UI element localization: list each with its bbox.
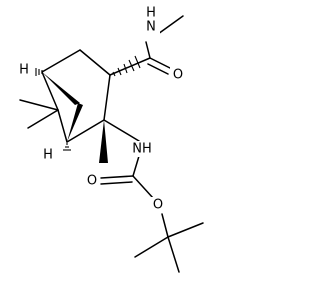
bond-c3-c4 bbox=[103, 74, 111, 121]
bond-c2-c3 bbox=[79, 49, 111, 76]
wedge-bridge-bond-lower bbox=[67, 103, 83, 142]
bond-c3-carbonyl bbox=[109, 57, 151, 76]
atom-n-amide: N bbox=[146, 20, 156, 35]
bond-co-double-b bbox=[147, 63, 169, 75]
atom-nh-amide-h: H bbox=[146, 6, 156, 21]
bond-nh-carbonyl bbox=[132, 155, 140, 177]
bond-o-ester-tbu bbox=[161, 213, 169, 238]
bond-co-double-a bbox=[149, 57, 171, 69]
bond-c1-c2 bbox=[41, 49, 81, 73]
stereo-bonds bbox=[35, 55, 141, 163]
skeleton-bonds bbox=[19, 15, 204, 273]
bond-carbonyl-o-double-a bbox=[100, 175, 134, 179]
bond-tbu-methyl-b bbox=[167, 222, 204, 238]
atom-h-bottom: H bbox=[43, 148, 53, 163]
bond-c6-methyl-a bbox=[19, 99, 59, 111]
wedge-bridge-bond bbox=[42, 72, 80, 105]
hashed-h-top bbox=[35, 68, 43, 76]
bond-carbonyl-o-ester bbox=[132, 175, 154, 199]
atom-nh-carbamate: NH bbox=[132, 142, 152, 157]
bond-c4-nh bbox=[103, 119, 140, 142]
bond-carbonyl-n bbox=[145, 41, 151, 59]
bond-c5-c6 bbox=[57, 109, 68, 143]
bond-n-methyl bbox=[157, 15, 184, 35]
atom-o-amide: O bbox=[173, 68, 183, 83]
hashed-h-bottom bbox=[63, 143, 71, 151]
bond-tbu-methyl-a bbox=[134, 236, 169, 258]
bond-c6-c1 bbox=[41, 71, 59, 111]
hashed-amide-bond bbox=[112, 55, 141, 77]
bond-c6-methyl-b bbox=[27, 109, 59, 129]
atom-h-top: H bbox=[19, 63, 29, 78]
atom-o-ester: O bbox=[153, 198, 163, 213]
bond-tbu-methyl-c bbox=[167, 236, 180, 273]
wedge-methyl-bond bbox=[99, 120, 108, 163]
atom-o-carbonyl: O bbox=[87, 174, 97, 189]
bond-carbonyl-o-double-b bbox=[100, 181, 133, 185]
atom-labels: H H N O H NH O O bbox=[19, 6, 186, 213]
bond-c4-c5 bbox=[66, 119, 105, 143]
chemical-structure: H H N O H NH O O bbox=[19, 6, 204, 273]
